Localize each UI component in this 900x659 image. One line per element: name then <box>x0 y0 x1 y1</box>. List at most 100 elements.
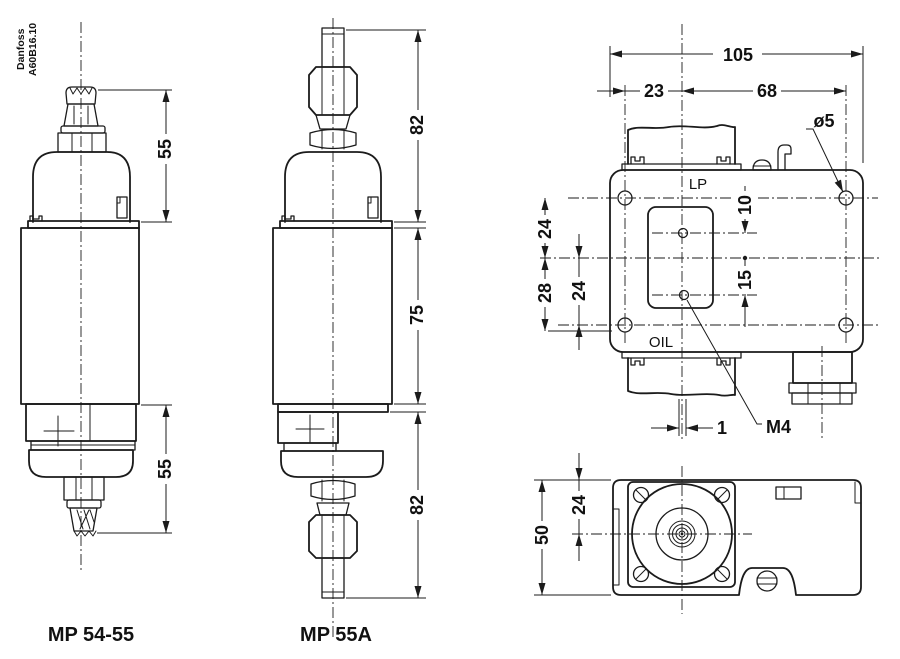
union-nut-facets <box>321 515 345 558</box>
cover-screw <box>756 570 778 592</box>
device-b-mount-plate <box>279 220 393 229</box>
center-dot <box>680 532 684 536</box>
hex-bottom-facets <box>75 476 93 501</box>
housing-foot-left <box>630 156 645 165</box>
cable-entry-flange <box>788 382 857 394</box>
hex-nut-bottom <box>63 476 105 501</box>
dim-68: 68 <box>757 81 777 101</box>
dim-text-mask <box>568 277 591 305</box>
dim-text-mask <box>154 134 177 164</box>
dim-text-mask <box>713 44 762 65</box>
bottom-view: 50 24 <box>531 453 862 614</box>
cable-entry-body <box>792 351 853 384</box>
lock-nut-top <box>309 128 357 150</box>
bottom-view-outline <box>612 479 862 596</box>
right-edge-recess <box>854 481 862 504</box>
dim-28: 28 <box>535 283 555 303</box>
device-b-body <box>272 227 393 405</box>
extension-lines <box>534 479 611 596</box>
adjustment-window <box>647 206 714 309</box>
tip-broken-edge <box>73 530 97 537</box>
ring <box>672 524 692 544</box>
lock-nut-facets <box>321 479 345 502</box>
bottom-view-dimensions: 50 24 <box>531 453 611 596</box>
union-nut-bottom <box>308 514 358 559</box>
ring <box>668 520 696 548</box>
dim-24-bottom-view: 24 <box>569 495 589 515</box>
terminal-tab-notch <box>367 196 372 204</box>
cover-screw-slot <box>756 577 778 585</box>
housing-strip <box>621 351 742 359</box>
device-b-bracket-tab <box>281 215 295 222</box>
hex-nut-top <box>57 132 107 153</box>
label-oil-port: OIL <box>649 334 673 351</box>
union-nut-facets <box>321 67 345 115</box>
tip-knurl-pattern <box>76 509 95 530</box>
dim-text-mask <box>734 266 757 294</box>
mount-hole-bottom-left <box>617 317 633 333</box>
drawing-number: A60B16.10 <box>27 23 39 76</box>
dim-24-top: 24 <box>535 219 555 239</box>
screw-slot <box>716 489 728 501</box>
dim-24-inner: 24 <box>569 281 589 301</box>
ring <box>678 530 686 538</box>
mount-hole-bottom-right <box>838 317 854 333</box>
m4-leader-line <box>686 299 762 425</box>
device-b-lower-assembly <box>277 403 389 599</box>
screw-slot <box>716 568 728 580</box>
device-b-dimensions: 82 75 82 <box>346 29 429 599</box>
connector-concentric-rings <box>668 520 696 548</box>
dim-1: 1 <box>717 418 727 438</box>
device-a-terminal-tab <box>116 196 128 219</box>
housing-cut-outline <box>627 357 736 397</box>
device-b-terminal-tab <box>367 196 379 219</box>
cable-entry-facets <box>807 382 841 405</box>
device-a-cap <box>32 151 131 223</box>
mount-hole-top-left <box>617 190 633 206</box>
plate-screw-br <box>713 565 731 583</box>
side-view-mp54-55: 55 55 MP 54-55 <box>20 22 177 646</box>
knurl-pattern <box>69 87 93 95</box>
washer <box>60 125 106 134</box>
hole-dia-leader <box>806 128 844 193</box>
device-a-lower-assembly <box>25 403 137 537</box>
housing-foot-right <box>716 357 731 366</box>
collar-band <box>283 442 337 452</box>
device-a-top-spindle <box>57 86 107 153</box>
dim-75-mid: 75 <box>407 305 427 325</box>
side-view-mp55a: 82 75 82 MP 55A <box>272 18 429 646</box>
dim-82-top: 82 <box>407 115 427 135</box>
lower-step-block <box>277 411 339 444</box>
cable-marking-window <box>775 486 802 500</box>
brand-logo-text: Danfoss <box>15 28 27 70</box>
hex-facets <box>71 132 93 153</box>
device-a-mount-plate <box>27 220 140 229</box>
dim-text-mask <box>753 81 781 100</box>
left-edge-recess <box>612 508 620 586</box>
device-b-top-fitting <box>308 27 358 150</box>
neck-facets <box>73 105 89 125</box>
dim-text-mask <box>406 110 429 140</box>
dim-10: 10 <box>735 195 755 215</box>
bellows-cup <box>28 449 134 478</box>
label-m4-thread: M4 <box>766 417 791 437</box>
dim-55-top: 55 <box>155 139 175 159</box>
union-nut-top <box>308 66 358 116</box>
bellows-mount-plate <box>627 481 736 588</box>
extension-lines <box>97 89 172 534</box>
weld-nipple-bottom <box>321 557 345 599</box>
dim-text-mask <box>534 215 557 243</box>
mount-hole-top-right <box>838 190 854 206</box>
cable-entry <box>788 351 857 405</box>
housing-foot-left <box>630 357 645 366</box>
brand-block: Danfoss A60B16.10 <box>15 23 39 76</box>
dim-105: 105 <box>723 45 753 65</box>
lock-nut-facets <box>321 129 345 150</box>
dim-text-mask <box>406 490 429 520</box>
dim-text-mask <box>406 300 429 330</box>
dim-text-mask <box>640 81 668 100</box>
upper-m4-screw <box>677 227 689 239</box>
plate-screw-bl <box>632 565 650 583</box>
